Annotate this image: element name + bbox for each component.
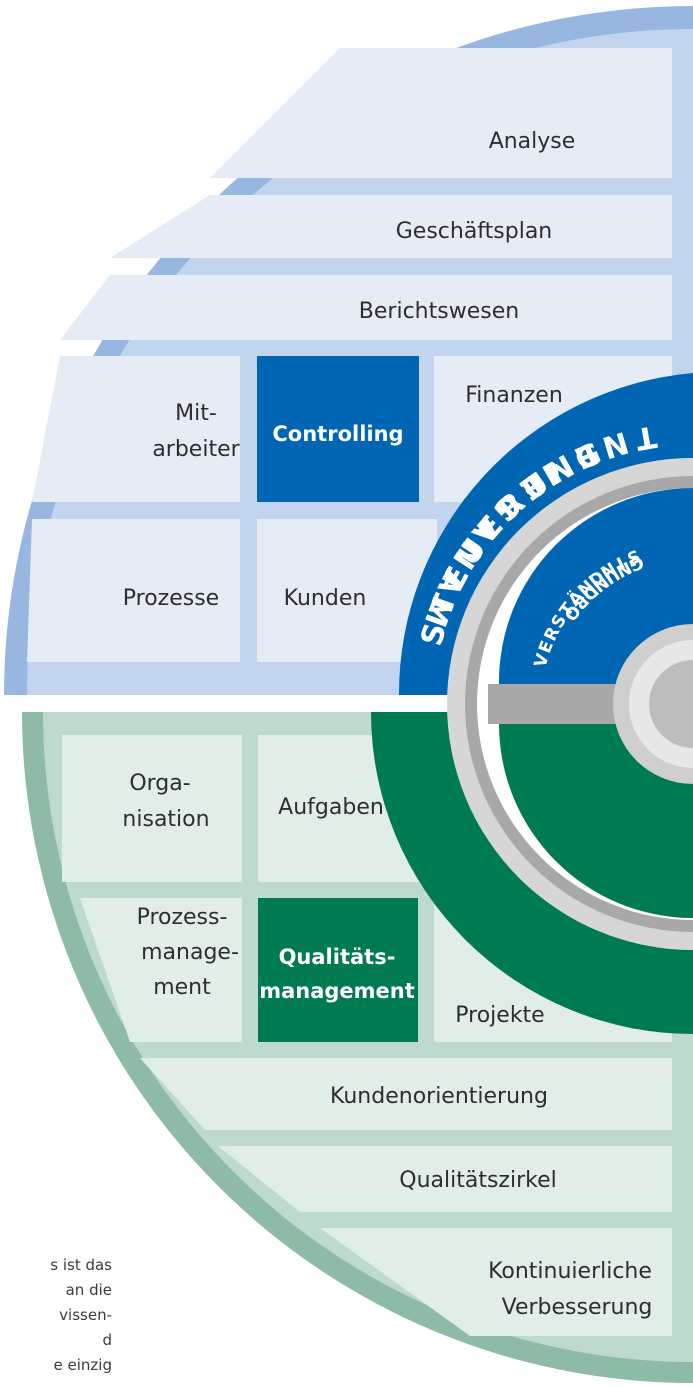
label-aufgaben: Aufgaben [278, 795, 384, 820]
label-organisation-line2: nisation [122, 807, 209, 832]
cell-prozesse-bg [27, 519, 240, 662]
label-prozesse: Prozesse [123, 586, 219, 611]
cell-organisation-bg [62, 735, 242, 882]
cell-geschaeftsplan-bg [110, 195, 672, 258]
label-kundenorientierung: Kundenorientierung [330, 1084, 548, 1109]
label-prozessmanagement-line3: ment [153, 975, 211, 1000]
label-prozessmanagement-line2: manage- [141, 940, 239, 965]
cell-qualitaetszirkel-bg [218, 1146, 672, 1212]
cell-mitarbeiter-bg [32, 356, 240, 502]
side-text-line: d [102, 1331, 112, 1349]
label-analyse: Analyse [489, 129, 576, 154]
side-text-line: e einzig [53, 1356, 112, 1374]
side-text-line: s ist das [50, 1256, 112, 1274]
label-projekte: Projekte [455, 1003, 544, 1028]
label-controlling[interactable]: Controlling [272, 422, 403, 446]
qualitaetsmanagement-box[interactable] [258, 898, 418, 1042]
label-kontinuierliche-line2: Verbesserung [502, 1295, 653, 1320]
label-mitarbeiter-line1: Mit- [175, 401, 217, 426]
cell-analyse-bg [210, 48, 672, 178]
label-qualitaetsmanagement-line2[interactable]: management [259, 979, 415, 1003]
label-kontinuierliche-line1: Kontinuierliche [488, 1259, 652, 1284]
label-qualitaetszirkel: Qualitätszirkel [399, 1168, 556, 1193]
label-geschaeftsplan: Geschäftsplan [396, 219, 553, 244]
label-finanzen: Finanzen [465, 383, 563, 408]
cell-prozessmanagement-bg [80, 898, 242, 1042]
label-organisation-line1: Orga- [129, 771, 190, 796]
verstaendnis-segment [498, 488, 693, 684]
side-body-text: s ist das an die vissen- d e einzig [0, 1253, 112, 1378]
controlling-box[interactable] [257, 356, 419, 502]
side-text-line: vissen- [59, 1306, 112, 1324]
label-prozessmanagement-line1: Prozess- [137, 905, 228, 930]
core-circle [447, 458, 693, 950]
center-logo-inner [649, 660, 693, 748]
cell-kundenorientierung-bg [140, 1058, 672, 1130]
label-kunden: Kunden [284, 586, 367, 611]
verstaendnis-label-char: V [531, 651, 554, 670]
cell-kontinuierliche-bg [320, 1228, 672, 1336]
ordnung-segment [499, 724, 693, 918]
ordnung-label-char: G [626, 551, 646, 575]
label-mitarbeiter-line2: arbeiter [152, 437, 240, 462]
label-berichtswesen: Berichtswesen [359, 299, 519, 324]
label-qualitaetsmanagement-line1[interactable]: Qualitäts- [279, 945, 396, 969]
side-text-line: an die [65, 1281, 112, 1299]
cell-berichtswesen-bg [60, 275, 672, 340]
